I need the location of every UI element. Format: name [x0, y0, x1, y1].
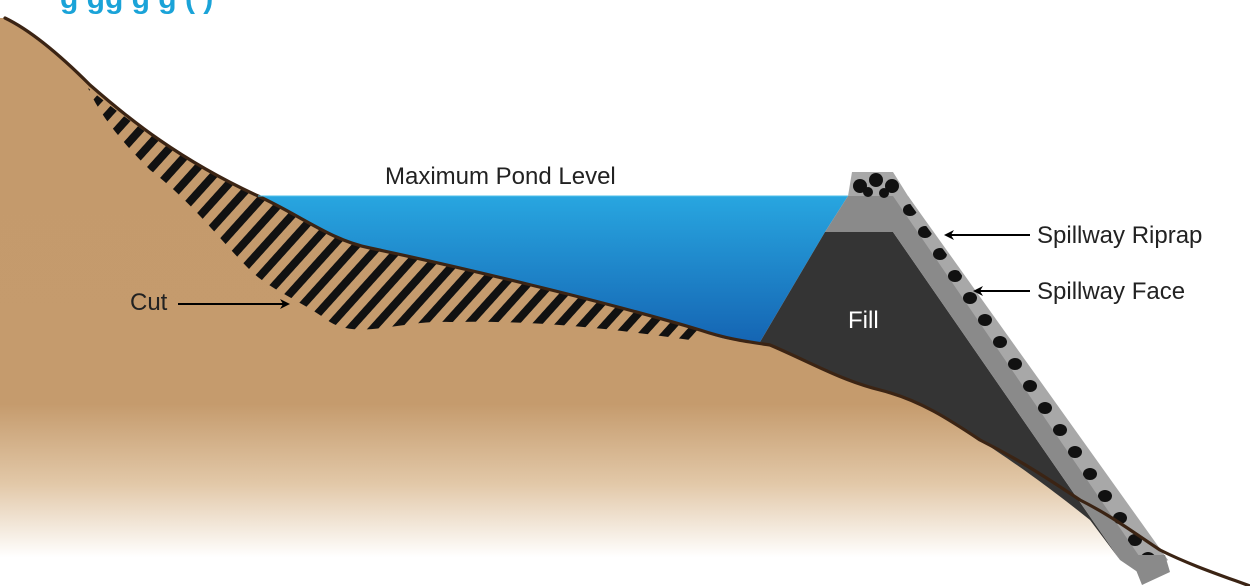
spillway-riprap-label: Spillway Riprap: [1037, 222, 1202, 249]
max-pond-level-label: Maximum Pond Level: [385, 163, 616, 190]
dam-fill: [760, 232, 1120, 560]
spillway-face: [825, 196, 893, 232]
spillway-end: [1130, 555, 1170, 585]
cut-zone: [88, 88, 700, 340]
riprap-crest-stones: [853, 173, 899, 198]
spillway-face-label: Spillway Face: [1037, 278, 1185, 305]
ground-profile-line: [3, 16, 1250, 586]
fill-label: Fill: [848, 307, 879, 334]
pond-water: [258, 196, 848, 342]
page-title: g gg g g ( ): [60, 0, 213, 15]
soil-ground: [0, 18, 1250, 586]
cut-label: Cut: [130, 289, 168, 316]
